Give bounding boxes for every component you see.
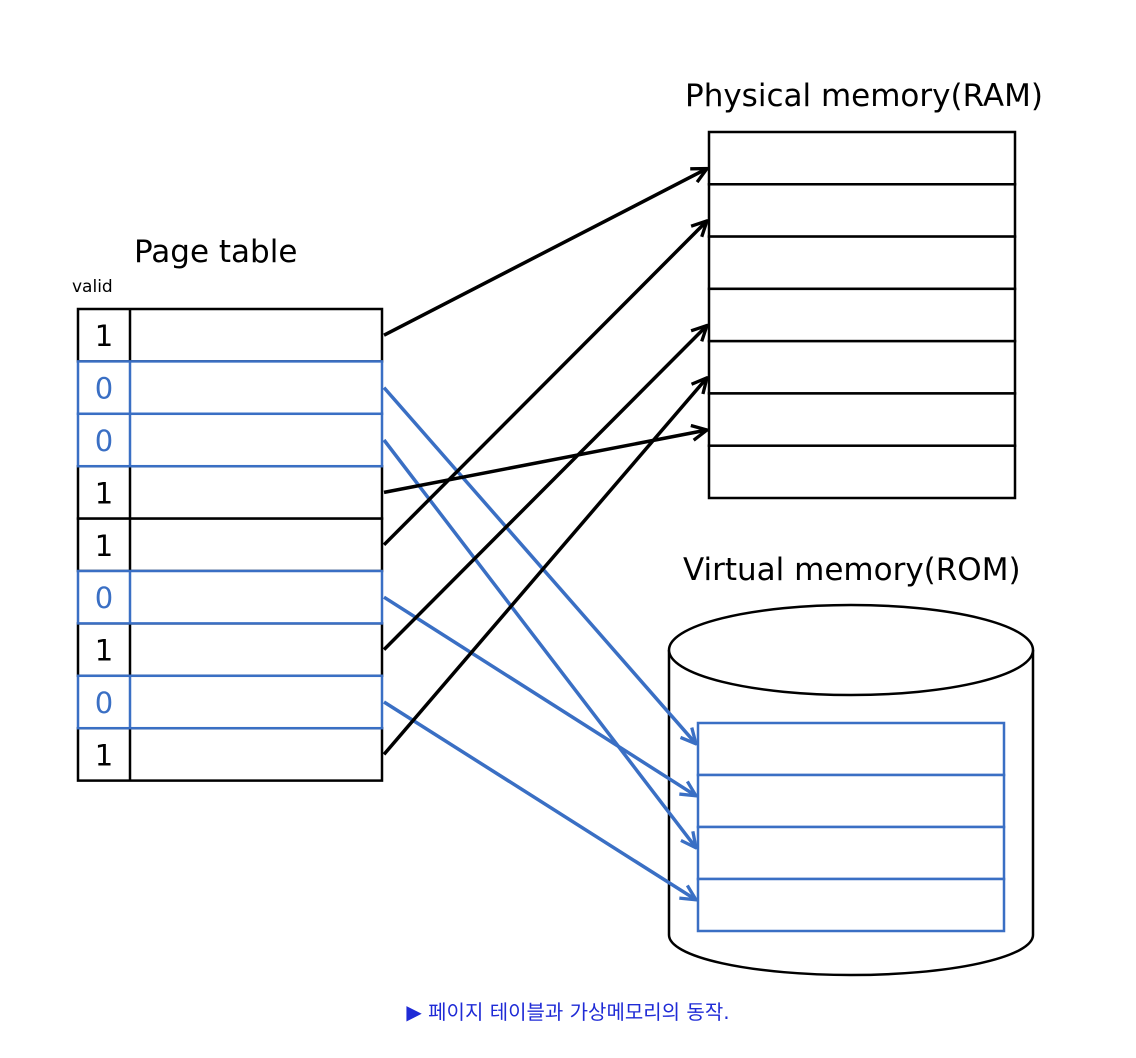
page-to-rom-arrow xyxy=(383,700,696,900)
figure-caption: ▶ 페이지 테이블과 가상메모리의 동작. xyxy=(406,1000,730,1024)
virtual-memory-rom xyxy=(667,603,1035,977)
valid-bit: 1 xyxy=(95,634,113,668)
page-table-entry-cell xyxy=(76,517,384,573)
page-table-title: Page table xyxy=(134,234,297,270)
page-table-row: 1 xyxy=(76,307,384,363)
ram-slot xyxy=(707,392,1017,447)
rom-slot xyxy=(696,721,1006,777)
rom-slot xyxy=(696,825,1006,881)
page-table-row: 0 xyxy=(76,674,384,730)
valid-bit: 0 xyxy=(95,581,113,615)
page-table-row: 1 xyxy=(76,622,384,678)
valid-bit: 1 xyxy=(95,529,113,563)
valid-bit: 1 xyxy=(95,476,113,510)
page-table-entry-cell xyxy=(76,569,384,625)
ram-slot xyxy=(707,183,1017,238)
page-table-entry-cell xyxy=(76,464,384,520)
valid-column-label: valid xyxy=(72,277,113,297)
page-table-entry-cell xyxy=(76,412,384,468)
page-table-entry-cell xyxy=(76,622,384,678)
ram-slot xyxy=(707,339,1017,395)
valid-bit: 0 xyxy=(95,372,113,406)
physical-memory-ram xyxy=(707,130,1017,500)
page-to-ram-arrow xyxy=(382,325,707,651)
page-table-row: 0 xyxy=(76,412,384,468)
physical-memory-title: Physical memory(RAM) xyxy=(685,78,1043,114)
page-table-entry-cell xyxy=(76,360,384,416)
page-to-rom-arrow xyxy=(382,386,696,744)
ram-slot xyxy=(707,287,1017,343)
ram-slot xyxy=(707,444,1017,500)
page-table-row: 1 xyxy=(76,517,384,573)
valid-bit: 1 xyxy=(95,319,113,353)
mapping-arrows xyxy=(382,169,707,900)
rom-slot xyxy=(696,773,1006,829)
page-table-row: 1 xyxy=(76,726,384,782)
page-to-ram-arrow xyxy=(382,378,707,756)
ram-slot xyxy=(707,130,1017,186)
valid-bit: 1 xyxy=(95,738,113,772)
page-table-row: 0 xyxy=(76,569,384,625)
valid-bit: 0 xyxy=(95,424,113,458)
page-table-row: 1 xyxy=(76,464,384,520)
ram-slot xyxy=(707,235,1017,291)
page-table-entry-cell xyxy=(76,726,384,782)
page-to-ram-arrow xyxy=(383,430,707,495)
rom-cylinder-top xyxy=(667,603,1035,697)
valid-bit: 0 xyxy=(95,686,113,720)
virtual-memory-title: Virtual memory(ROM) xyxy=(683,552,1021,588)
page-to-ram-arrow xyxy=(382,221,707,547)
page-to-rom-arrow xyxy=(383,595,696,796)
page-to-rom-arrow xyxy=(382,438,696,848)
page-table: 1 1 1 1 1 0 0 0 0 xyxy=(76,307,384,782)
page-table-row: 0 xyxy=(76,360,384,416)
page-to-ram-arrow xyxy=(383,169,707,337)
page-table-entry-cell xyxy=(76,674,384,730)
rom-slot xyxy=(696,877,1006,933)
page-table-entry-cell xyxy=(76,307,384,363)
